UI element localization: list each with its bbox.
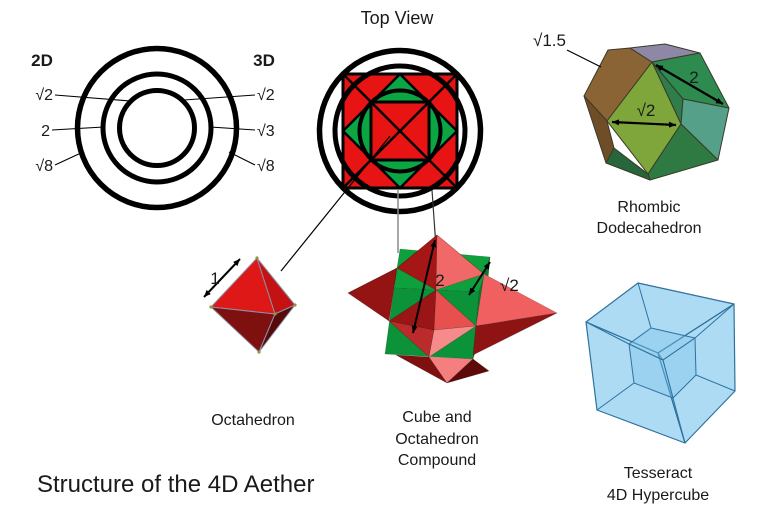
tess-connector-edges <box>585 282 736 444</box>
page-title: Structure of the 4D Aether <box>37 471 315 498</box>
cmp-right-spike-bottom <box>472 312 558 356</box>
rd-short-diag-label: √2 <box>637 101 656 120</box>
topview-diagonal-2 <box>343 74 457 188</box>
oct-face-bottom-left <box>210 306 276 353</box>
cmp-caption-line1: Cube and <box>402 409 471 426</box>
oct-face-top-left <box>210 257 276 315</box>
tess-inner-cube <box>628 327 697 399</box>
oct-caption: Octahedron <box>211 412 295 429</box>
oct-vertex-dots <box>209 256 297 354</box>
rd-edge-label: √1.5 <box>533 31 566 50</box>
cmp-left-spike-front <box>347 267 398 322</box>
rhombic-annotations: √1.5 2 √2 Rhombic Dodecahedron <box>533 31 724 237</box>
topview-diagonals <box>343 74 457 188</box>
leader-left-sqrt2 <box>54 94 131 102</box>
octahedron <box>209 256 297 354</box>
cube-octahedron-compound <box>347 234 558 384</box>
cmp-diag-label: 2 <box>435 271 444 290</box>
oct-vertex <box>255 256 259 260</box>
octahedron-annotations: 1 Octahedron <box>203 258 295 429</box>
tess-caption-line2: 4D Hypercube <box>607 487 709 504</box>
heading-3d: 3D <box>253 51 275 70</box>
label-2d-2: 2 <box>41 123 50 140</box>
cmp-bottom-spike-right <box>446 358 490 384</box>
leader-right-sqrt8 <box>228 151 256 166</box>
oct-edge-label: 1 <box>210 269 219 288</box>
concentric-circles-diagram: 2D 3D √2 2 √8 √2 √3 √8 <box>31 45 275 211</box>
leader-lines <box>51 94 256 166</box>
oct-face-bottom-right <box>258 304 296 353</box>
tess-connector <box>585 321 630 345</box>
label-3d-sqrt8: √8 <box>257 158 275 175</box>
tess-outer-cube <box>585 282 736 444</box>
connector-to-octahedron <box>280 135 391 272</box>
cmp-diagonal-arrow <box>411 239 437 334</box>
cmp-edge-arrow <box>468 261 491 296</box>
oct-vertex <box>209 305 213 309</box>
tess-connector <box>695 374 736 392</box>
top-view-diagram: Top View <box>316 8 484 215</box>
rd-short-diagonal-arrow <box>611 119 677 128</box>
rd-caption-line2: Dodecahedron <box>597 220 702 237</box>
heading-2d: 2D <box>31 51 53 70</box>
label-3d-sqrt3: √3 <box>257 123 275 140</box>
leader-left-sqrt8 <box>54 151 84 166</box>
topview-middle-circle <box>332 63 468 199</box>
tess-inner-front-right <box>662 337 697 399</box>
tess-connector <box>657 352 664 361</box>
rd-face-bottom-left <box>605 147 651 181</box>
inner-circle <box>117 88 197 168</box>
topview-inner-circle <box>357 88 443 174</box>
leader-right-sqrt2 <box>183 94 256 101</box>
tess-connector <box>672 397 686 444</box>
middle-circle <box>100 71 214 185</box>
oct-vertex <box>257 350 261 354</box>
tess-connector <box>694 303 735 339</box>
oct-vertex <box>293 303 297 307</box>
leader-left-2 <box>51 126 105 131</box>
label-3d-sqrt2: √2 <box>257 87 275 104</box>
label-2d-sqrt8: √8 <box>35 158 53 175</box>
cmp-caption-line3: Compound <box>398 452 476 469</box>
tess-connector <box>596 382 635 411</box>
rd-caption-line1: Rhombic <box>617 199 680 216</box>
tesseract: Tesseract 4D Hypercube <box>585 282 736 504</box>
top-view-title: Top View <box>361 8 435 28</box>
oct-vertex <box>273 312 277 316</box>
compound-annotations: 2 √2 Cube and Octahedron Compound <box>395 239 519 469</box>
rd-leader-line <box>566 49 602 68</box>
label-2d-sqrt2: √2 <box>35 87 53 104</box>
rd-long-diagonal-arrow <box>655 64 724 105</box>
topview-outer-circle <box>316 47 484 215</box>
cmp-front-spike-lower-right <box>428 325 477 358</box>
cmp-caption-line2: Octahedron <box>395 431 479 448</box>
leader-right-sqrt3 <box>209 126 256 131</box>
tess-caption-line1: Tesseract <box>624 465 693 482</box>
cmp-edge-label: √2 <box>500 276 519 295</box>
tess-connector <box>637 282 652 329</box>
rd-long-diag-label: 2 <box>689 68 698 87</box>
oct-edge-arrow <box>203 258 241 298</box>
